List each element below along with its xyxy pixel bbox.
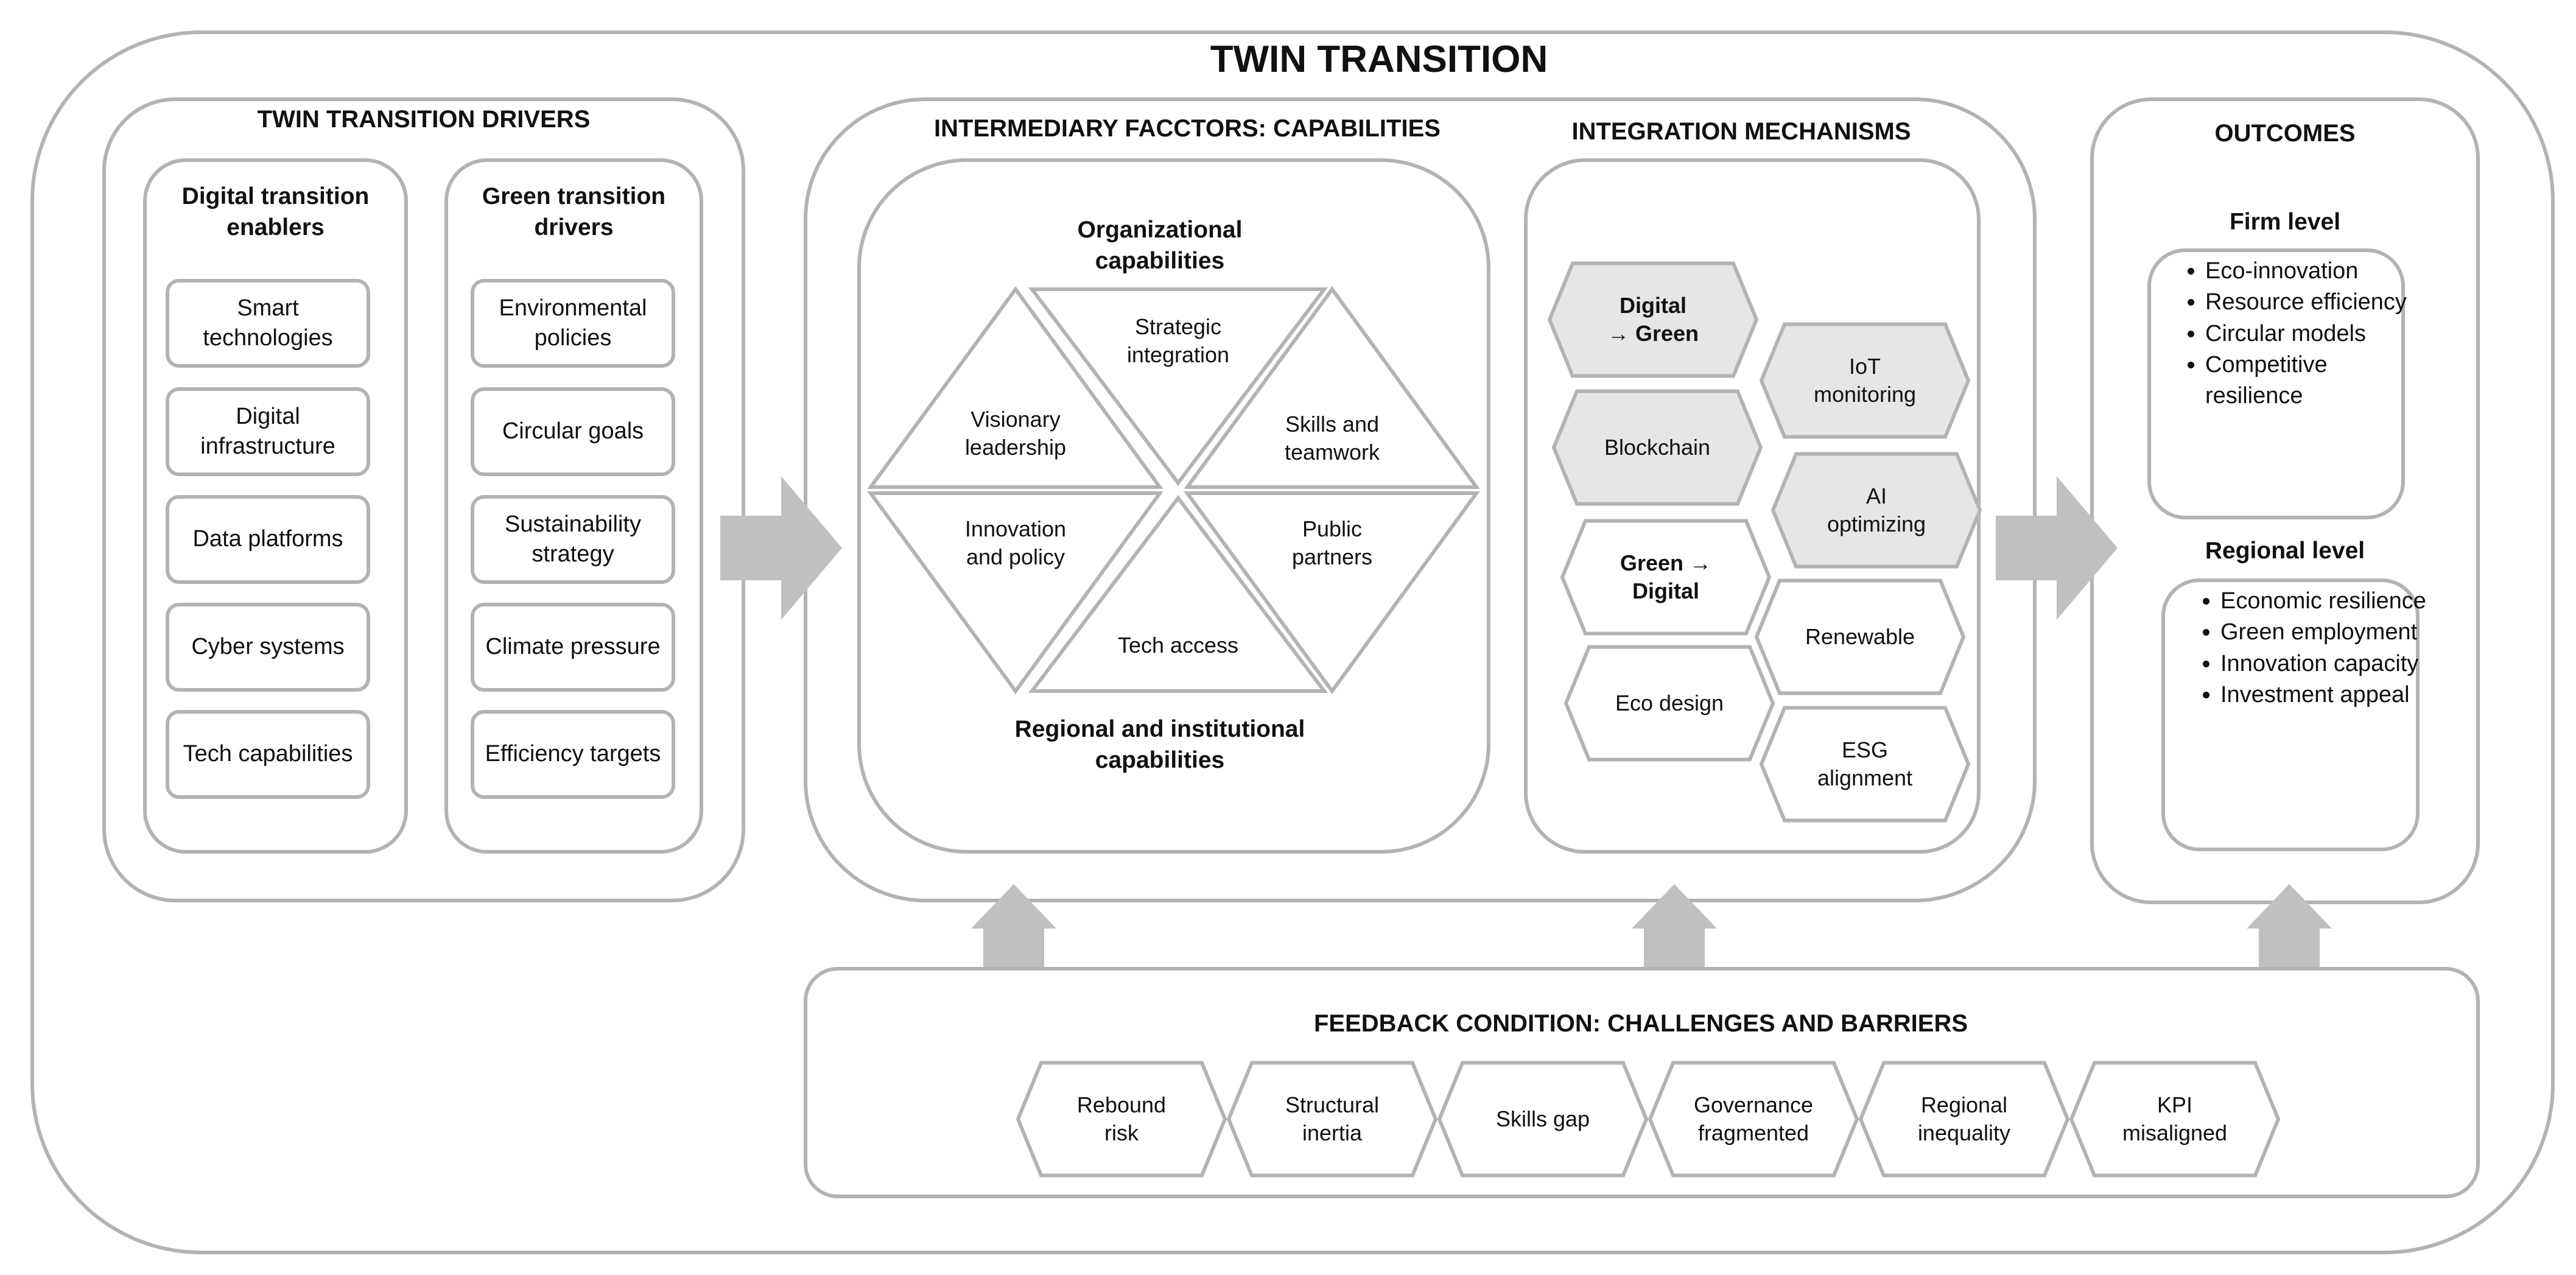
- feedback-header: FEEDBACK CONDITION: CHALLENGES AND BARRI…: [1313, 1010, 1968, 1037]
- regional-outcome-item: Green employment: [2220, 617, 2446, 648]
- digital-item-data-platforms: Data platforms: [166, 495, 370, 584]
- capability-label-tech-access: Tech access: [1118, 633, 1238, 658]
- barrier-hex-rebound-risk: [1016, 1061, 1227, 1178]
- digital-item-tech-capabilities: Tech capabilities: [166, 710, 370, 799]
- digital-item-smart-technologies: Smart technologies: [166, 279, 370, 368]
- firm-level-box: [2147, 248, 2405, 519]
- green-item-sustainability-strategy: Sustainability strategy: [471, 495, 675, 584]
- integration-hex-eco-design: [1563, 645, 1775, 762]
- capability-triangle-visionary-leadership: [867, 286, 1163, 489]
- barrier-hex-skills-gap: [1437, 1061, 1649, 1178]
- integration-label-eco-design: Eco design: [1615, 690, 1724, 715]
- digital-enablers-title: Digital transition enablers: [181, 183, 370, 241]
- regional-capabilities-label: Regional and institutional capabilities: [1014, 716, 1305, 773]
- integration-hex-esg-alignment: [1759, 706, 1971, 823]
- integration-hex-renewable: [1754, 578, 1966, 695]
- integration-header: INTEGRATION MECHANISMS: [1571, 118, 1911, 145]
- capability-triangle-strategic-integration: [1028, 287, 1328, 486]
- green-drivers-title: Green transition drivers: [482, 183, 666, 241]
- capabilities-header: INTERMEDIARY FACCTORS: CAPABILITIES: [934, 115, 1441, 142]
- regional-level-title: Regional level: [2205, 538, 2365, 564]
- integration-hex-iot-monitoring: [1759, 322, 1971, 439]
- feedback-arrow-outcomes: [2247, 884, 2332, 967]
- integration-hex-blockchain: [1551, 389, 1763, 506]
- outcomes-header: OUTCOMES: [2214, 120, 2356, 147]
- capability-triangle-tech-access: [1028, 495, 1328, 693]
- integration-hex-green-to-digital: [1560, 519, 1772, 636]
- barrier-hex-structural-inertia: [1226, 1061, 1438, 1178]
- digital-item-cyber-systems: Cyber systems: [166, 603, 370, 692]
- barrier-hex-kpi-misaligned: [2069, 1061, 2281, 1178]
- integration-label-digital-to-green: Digital→ Green: [1607, 293, 1699, 346]
- integration-label-green-to-digital: Green →Digital: [1620, 550, 1711, 603]
- barrier-hex-regional-inequality: [1858, 1061, 2070, 1178]
- regional-level-box: [2161, 578, 2420, 851]
- firm-outcome-item: Resource efficiency: [2205, 287, 2430, 318]
- firm-outcome-item: Circular models: [2205, 318, 2430, 349]
- integration-hex-ai-optimizing: [1771, 452, 1982, 569]
- firm-outcome-item: Eco-innovation: [2205, 256, 2430, 287]
- organizational-capabilities-label: Organizational capabilities: [1077, 217, 1243, 274]
- capability-triangle-skills-and-teamwork: [1184, 286, 1480, 489]
- flow-arrow-drivers-to-capabilities: [720, 476, 842, 620]
- barrier-hex-governance-fragmented: [1648, 1061, 1859, 1178]
- regional-outcome-item: Economic resilience: [2220, 586, 2446, 617]
- green-item-circular-goals: Circular goals: [471, 387, 675, 476]
- green-item-environmental-policies: Environmental policies: [471, 279, 675, 368]
- capability-triangle-innovation-and-policy: [867, 491, 1163, 695]
- barrier-label-skills-gap: Skills gap: [1496, 1106, 1590, 1131]
- integration-hex-digital-to-green: [1547, 261, 1759, 378]
- green-item-climate-pressure: Climate pressure: [471, 603, 675, 692]
- green-item-efficiency-targets: Efficiency targets: [471, 710, 675, 799]
- page-title: TWIN TRANSITION: [1210, 38, 1548, 80]
- firm-level-list: Eco-innovation Resource efficiency Circu…: [2174, 256, 2430, 412]
- integration-label-renewable: Renewable: [1805, 624, 1915, 649]
- feedback-arrow-capabilities: [971, 884, 1056, 967]
- firm-level-title: Firm level: [2229, 209, 2341, 235]
- regional-level-list: Economic resilience Green employment Inn…: [2189, 586, 2446, 711]
- flow-arrow-integration-to-outcomes: [1996, 476, 2118, 620]
- regional-outcome-item: Investment appeal: [2220, 680, 2446, 711]
- digital-item-digital-infrastructure: Digital infrastructure: [166, 387, 370, 476]
- regional-outcome-item: Innovation capacity: [2220, 648, 2446, 680]
- firm-outcome-item: Competitive resilience: [2205, 349, 2430, 412]
- drivers-header: TWIN TRANSITION DRIVERS: [257, 106, 591, 133]
- capability-triangle-public-partners: [1184, 491, 1480, 695]
- feedback-arrow-integration: [1632, 884, 1717, 967]
- integration-label-blockchain: Blockchain: [1604, 435, 1710, 460]
